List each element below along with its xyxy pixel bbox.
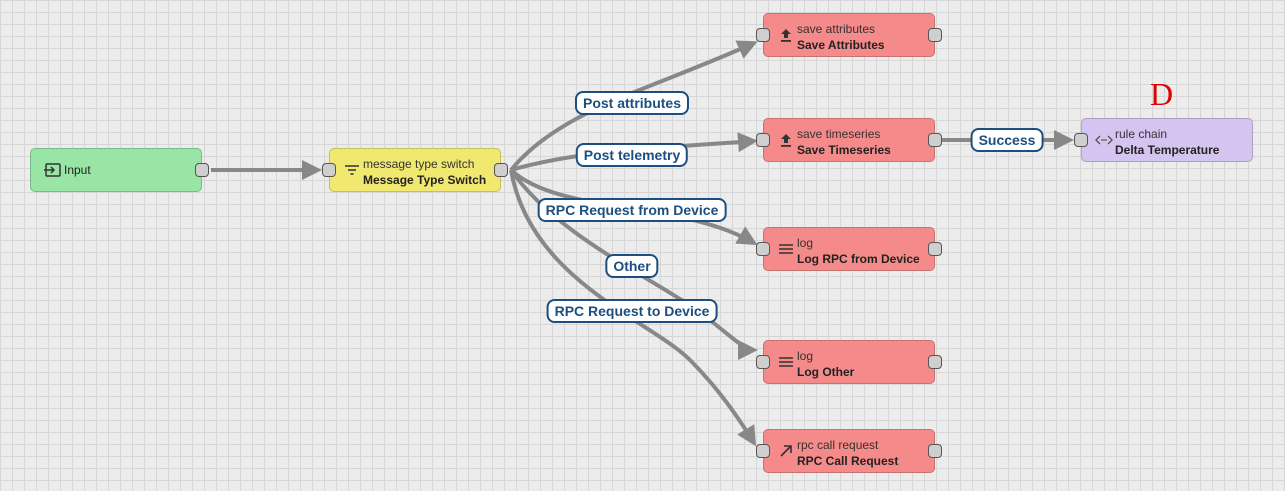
link-rpc-to-device[interactable] — [509, 169, 757, 447]
input-port[interactable] — [756, 355, 770, 369]
save-attributes-node[interactable]: save attributes Save Attributes — [756, 13, 942, 57]
node-type: rpc call request — [797, 438, 879, 452]
log-rpc-from-device-node[interactable]: log Log RPC from Device — [756, 227, 942, 271]
node-type: log — [797, 349, 814, 363]
node-type: save attributes — [797, 22, 876, 36]
input-port[interactable] — [756, 444, 770, 458]
log-other-node[interactable]: log Log Other — [756, 340, 942, 384]
node-name: Message Type Switch — [363, 173, 487, 187]
menu-icon — [776, 239, 796, 259]
link-label-rpc-from-device[interactable]: RPC Request from Device — [537, 198, 727, 222]
node-name: Save Timeseries — [797, 143, 891, 157]
input-port[interactable] — [756, 133, 770, 147]
delta-temperature-rule-chain-node[interactable]: rule chain Delta Temperature — [1074, 118, 1253, 162]
arrow-up-right-icon — [776, 441, 796, 461]
output-port[interactable] — [928, 355, 942, 369]
node-name: RPC Call Request — [797, 454, 899, 468]
filter-icon — [342, 160, 362, 180]
output-port[interactable] — [494, 163, 508, 177]
node-type: rule chain — [1115, 127, 1168, 141]
output-port[interactable] — [928, 133, 942, 147]
output-port[interactable] — [928, 28, 942, 42]
input-icon — [43, 160, 63, 180]
code-icon — [1094, 130, 1114, 150]
node-type: message type switch — [363, 157, 475, 171]
output-port[interactable] — [928, 444, 942, 458]
input-port[interactable] — [1074, 133, 1088, 147]
link-label-success[interactable]: Success — [970, 128, 1044, 152]
upload-icon — [776, 25, 796, 45]
node-type: save timeseries — [797, 127, 881, 141]
link-label-post-telemetry[interactable]: Post telemetry — [575, 143, 689, 167]
input-port[interactable] — [756, 242, 770, 256]
rpc-call-request-node[interactable]: rpc call request RPC Call Request — [756, 429, 942, 473]
save-timeseries-node[interactable]: save timeseries Save Timeseries — [756, 118, 942, 162]
annotation-letter: D — [1150, 76, 1174, 112]
output-port[interactable] — [195, 163, 209, 177]
link-label-post-attributes[interactable]: Post attributes — [574, 91, 690, 115]
node-type: log — [797, 236, 814, 250]
menu-icon — [776, 352, 796, 372]
message-type-switch-node[interactable]: message type switch Message Type Switch — [322, 148, 508, 192]
output-port[interactable] — [928, 242, 942, 256]
node-name: Input — [64, 163, 91, 177]
input-port[interactable] — [322, 163, 336, 177]
link-label-rpc-to-device[interactable]: RPC Request to Device — [546, 299, 718, 323]
node-name: Log RPC from Device — [797, 252, 920, 266]
input-port[interactable] — [756, 28, 770, 42]
node-name: Delta Temperature — [1115, 143, 1220, 157]
link-label-other[interactable]: Other — [605, 254, 659, 278]
node-name: Log Other — [797, 365, 855, 379]
upload-icon — [776, 130, 796, 150]
input-node[interactable]: Input — [30, 148, 209, 192]
node-name: Save Attributes — [797, 38, 885, 52]
